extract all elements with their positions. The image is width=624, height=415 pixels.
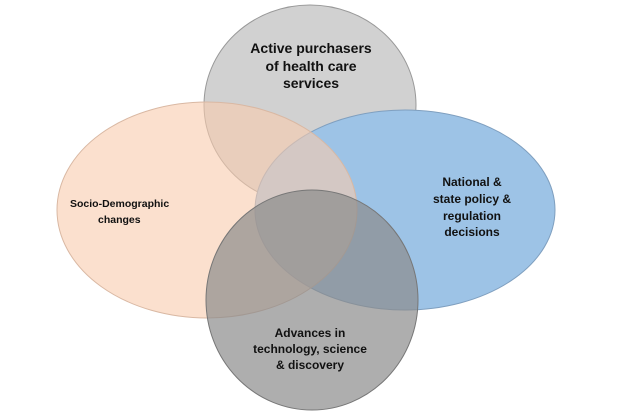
label-line: regulation <box>442 208 501 223</box>
label-advances-technology: Advances in technology, science & discov… <box>240 325 380 374</box>
label-socio-demographic: Socio-Demographic changes <box>70 196 200 229</box>
label-line: Active purchasers <box>250 40 372 56</box>
label-line: decisions <box>444 225 500 240</box>
label-line: changes <box>98 214 141 227</box>
label-line: Advances in <box>274 326 346 340</box>
label-line: & discovery <box>275 358 345 373</box>
circle-advances-technology <box>205 189 419 411</box>
label-line: services <box>282 75 340 91</box>
label-active-purchasers: Active purchasers of health care service… <box>236 40 386 93</box>
label-line: technology, science <box>253 342 367 357</box>
label-line: National & <box>442 175 502 189</box>
label-line: of health care <box>265 57 357 74</box>
label-line: state policy & <box>432 191 512 206</box>
label-national-state-policy: National & state policy & regulation dec… <box>412 174 532 241</box>
label-line: Socio-Demographic <box>70 198 170 210</box>
